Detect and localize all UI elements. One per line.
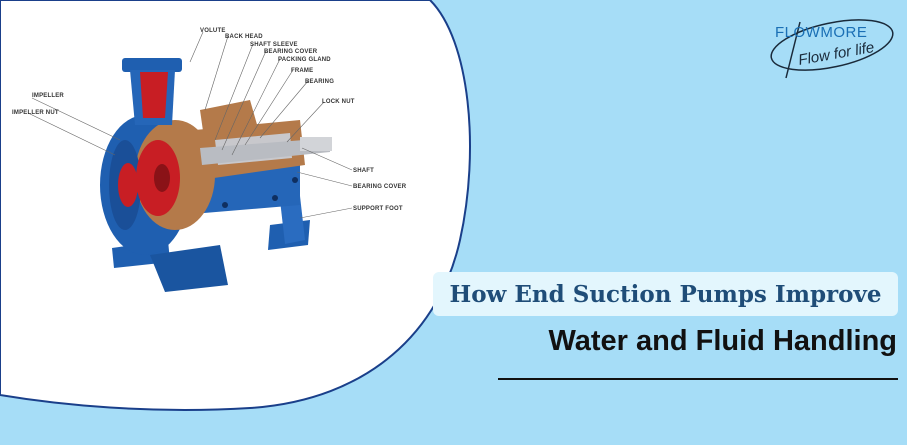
label-back-head: BACK HEAD (225, 34, 263, 40)
flowmore-logo-swoosh (770, 19, 894, 79)
label-bearing-cover-bottom: BEARING COVER (353, 184, 407, 190)
leader-lines (27, 31, 353, 219)
label-bearing-cover-top: BEARING COVER (264, 49, 318, 55)
label-lock-nut: LOCK NUT (322, 99, 355, 105)
label-shaft-sleeve: SHAFT SLEEVE (250, 42, 298, 48)
label-impeller: IMPELLER (32, 93, 64, 99)
label-frame: FRAME (291, 68, 313, 74)
headline-underline (498, 378, 898, 380)
label-support-foot: SUPPORT FOOT (353, 206, 403, 212)
brand-name: FLOWMORE (775, 24, 868, 41)
end-suction-pump-illustration (100, 58, 332, 292)
label-volute: VOLUTE (200, 28, 226, 34)
label-packing-gland: PACKING GLAND (278, 57, 331, 63)
headline-line-1: How End Suction Pumps Improve (449, 280, 882, 308)
label-bearing: BEARING (305, 79, 334, 85)
label-impeller-nut: IMPELLER NUT (12, 110, 59, 116)
label-shaft: SHAFT (353, 168, 374, 174)
headline-box: How End Suction Pumps Improve (433, 272, 898, 316)
headline-line-2: Water and Fluid Handling (548, 325, 897, 357)
